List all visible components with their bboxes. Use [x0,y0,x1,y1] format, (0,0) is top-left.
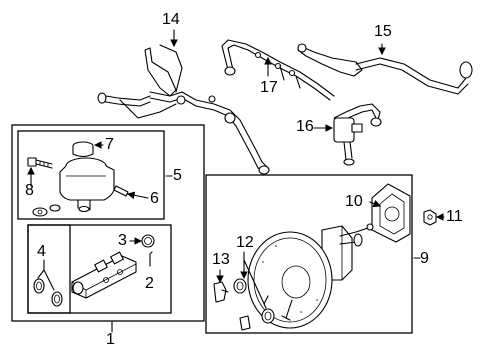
nut-11 [423,209,437,226]
master-cylinder-assembly-frame [11,124,205,322]
callout-9: 9 [420,250,429,267]
callout-17: 17 [260,79,278,96]
master-cylinder [71,251,137,299]
callout-3: 3 [118,232,127,249]
vacuum-tube-15 [297,43,473,95]
callout-5: 5 [173,167,182,184]
retaining-pin [239,315,251,331]
brake-booster [247,223,374,329]
booster-seals-12 [233,278,275,324]
vacuum-sensor-13 [213,281,229,303]
seals-4 [33,278,63,307]
callout-2: 2 [145,275,154,292]
mounting-bolt-8 [27,157,53,169]
callout-6: 6 [150,190,159,207]
callout-14: 14 [162,11,180,28]
booster-gasket-10 [371,183,411,243]
callout-1: 1 [106,331,115,348]
booster-assembly-frame [205,174,413,334]
callout-13: 13 [212,251,230,268]
callout-7: 7 [105,136,114,153]
fluid-reservoir [32,157,115,217]
callout-11: 11 [446,208,463,225]
vacuum-line-17 [221,39,335,101]
reservoir-kit-frame [17,130,165,220]
callout-8: 8 [25,182,34,199]
o-ring-3 [141,234,155,248]
callout-12: 12 [236,234,254,251]
callout-10: 10 [345,193,363,210]
callout-16: 16 [296,118,314,135]
reservoir-cap-7 [72,141,94,158]
seal-kit-frame [27,224,71,314]
check-valve-16 [333,103,382,166]
vacuum-hose-14 [97,44,270,175]
callout-4: 4 [37,243,46,260]
callout-15: 15 [374,23,392,40]
leader-lines [27,29,445,333]
